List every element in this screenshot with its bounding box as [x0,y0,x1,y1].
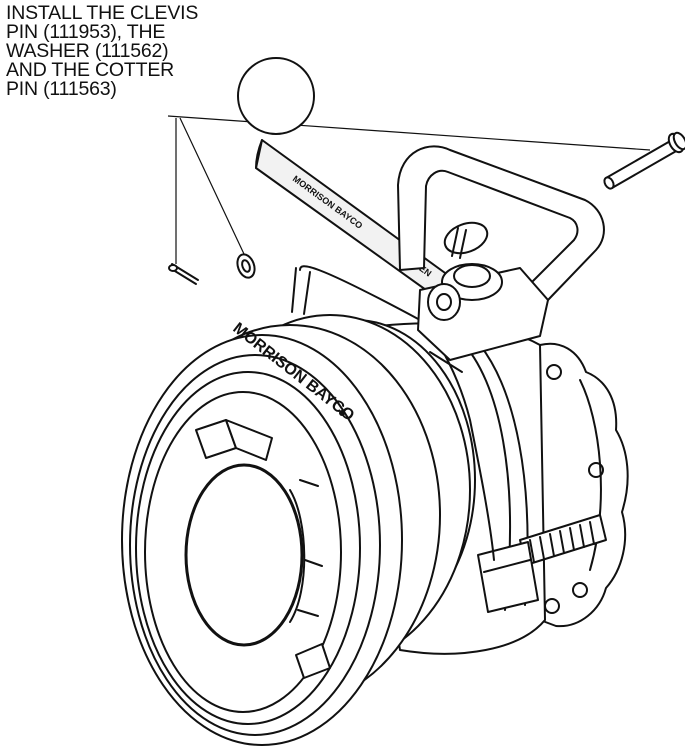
instruction-line-2: PIN (111953), THE [6,21,166,43]
body-hole [339,410,345,416]
handle-brand-text: MORRISON BAYCO [291,174,365,231]
washer-part [236,253,256,279]
internal-jaws [195,419,331,679]
instruction-line-1: INSTALL THE CLEVIS [6,2,199,24]
poppet-disc [184,463,306,647]
instruction-line-5: PIN (111563) [6,78,117,100]
wire-bail [291,265,495,561]
leader-to-washer [179,117,245,255]
pivot-assembly [417,227,549,361]
rear-flange [539,342,629,628]
handle-ball [237,57,315,135]
instruction-line-3: WASHER (111562) [6,40,169,62]
clevis-pin-part [603,131,685,190]
ring-pin [443,221,489,255]
installation-instruction: INSTALL THE CLEVIS PIN (111953), THE WAS… [6,2,306,100]
leader-to-clevis-pin [167,115,651,151]
instruction-line-4: AND THE COTTER [6,59,175,81]
cotter-pin-part [168,263,199,285]
